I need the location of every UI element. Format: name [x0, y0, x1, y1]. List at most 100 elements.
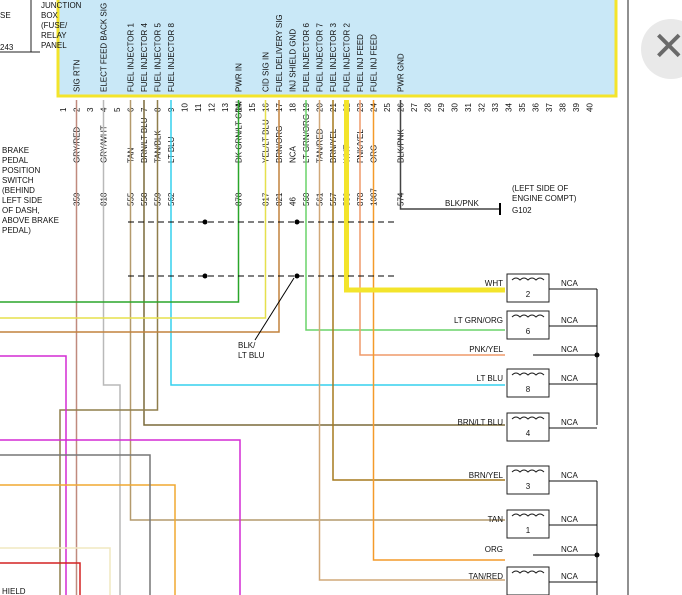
brake-switch-note: LEFT SIDE: [2, 196, 42, 205]
pin-name: FUEL INJECTOR 7: [316, 23, 325, 92]
pin-name: FUEL INJECTOR 8: [167, 23, 176, 92]
injector-nca-label: NCA: [561, 316, 579, 325]
coil-icon: [511, 372, 545, 376]
fuse-note-line: JUNCTION: [41, 1, 82, 10]
wire-lead: [0, 100, 280, 333]
wire-lead: [305, 100, 505, 331]
fuse-note-prefix: 243: [0, 43, 14, 52]
wire-lead: [170, 100, 505, 386]
pin-number: 11: [194, 103, 203, 112]
circuit-number: 46: [289, 197, 298, 206]
wire-lead: [0, 100, 240, 303]
pin-name: ELECT FEED BACK SIG: [100, 3, 109, 92]
fuse-note-line: BOX: [41, 11, 59, 20]
brake-switch-note: PEDAL: [2, 156, 29, 165]
pin-number: 39: [572, 103, 581, 112]
callout-label: BLK/: [238, 341, 256, 350]
pin-name: FUEL INJ FEED: [356, 34, 365, 92]
pin-number: 15: [248, 103, 257, 112]
brake-switch-note: OF DASH,: [2, 206, 40, 215]
pin-number: 29: [437, 103, 446, 112]
injector-wire-label: TAN/RED: [468, 572, 503, 581]
injector-nca-label: NCA: [561, 471, 579, 480]
pin-number: 40: [586, 103, 595, 112]
ground-wire-label: BLK/PNK: [445, 199, 479, 208]
injector-wire-label: BRN/YEL: [469, 471, 504, 480]
pin-number: 3: [86, 107, 95, 112]
splice-dot: [202, 273, 208, 279]
wire-lead: [318, 100, 505, 581]
pin-number: 5: [113, 107, 122, 112]
pin-name: FUEL DELIVERY SIG: [275, 14, 284, 92]
coil-icon: [511, 416, 545, 420]
wire-highlight: [344, 100, 505, 293]
injector-number: 3: [526, 482, 531, 491]
feed-nca-label: NCA: [561, 545, 579, 554]
brake-switch-note: ABOVE BRAKE: [2, 216, 59, 225]
pin-number: 10: [181, 103, 190, 112]
close-button[interactable]: ✕: [641, 19, 682, 79]
brake-switch-note: POSITION: [2, 166, 40, 175]
coil-icon: [511, 314, 545, 318]
module-box: [56, 0, 618, 98]
injector-number: 2: [526, 290, 531, 299]
feed-wire-label: ORG: [485, 545, 503, 554]
splice-dot: [294, 219, 300, 225]
wire-lead: [0, 100, 267, 319]
wire-lead: [143, 100, 505, 426]
injector-connector: 1 TAN NCA: [488, 509, 579, 539]
pin-name: INJ SHIELD GND: [289, 29, 298, 92]
pin-name: FUEL INJECTOR 3: [329, 23, 338, 92]
pin-name: SIG RTN: [73, 59, 82, 92]
injector-number: 8: [526, 385, 531, 394]
pin-number: 27: [410, 103, 419, 112]
wire-lead: [359, 100, 505, 356]
feed-nca-label: NCA: [561, 345, 579, 354]
fuse-note-line: PANEL: [41, 41, 67, 50]
injector-nca-label: NCA: [561, 515, 579, 524]
brake-switch-note: BRAKE: [2, 146, 29, 155]
coil-icon: [511, 469, 545, 473]
wire-harness: [0, 355, 67, 595]
pin-number: 33: [491, 103, 500, 112]
wire-harness: [0, 562, 81, 595]
pin-number: 28: [424, 103, 433, 112]
wire-color-label: NCA: [289, 145, 298, 163]
coil-icon: [511, 277, 545, 281]
wire-harness: [0, 439, 241, 595]
injector-nca-label: NCA: [561, 572, 579, 581]
brake-switch-note: (BEHIND: [2, 186, 35, 195]
fuse-note-line: RELAY: [41, 31, 67, 40]
brake-switch-note: PEDAL): [2, 226, 31, 235]
pin-name: CID SIG IN: [262, 52, 271, 92]
injector-wire-label: LT BLU: [477, 374, 504, 383]
injector-wire-label: LT GRN/ORG: [454, 316, 503, 325]
wire-lead: [332, 100, 505, 481]
wire-lead: [372, 100, 505, 561]
shield-label-fragment: HIELD: [2, 587, 26, 595]
coil-icon: [511, 570, 545, 574]
pin-name: FUEL INJECTOR 4: [140, 23, 149, 92]
injector-nca-label: NCA: [561, 279, 579, 288]
brake-switch-note: SWITCH: [2, 176, 34, 185]
close-icon: ✕: [652, 24, 682, 70]
callout-label: LT BLU: [238, 351, 265, 360]
wire-lead: [102, 100, 121, 595]
injector-nca-label: NCA: [561, 418, 579, 427]
injector-number: 1: [526, 526, 531, 535]
injector-wire-label: TAN: [488, 515, 504, 524]
wire-harness: [0, 484, 176, 595]
pin-name: FUEL INJECTOR 2: [343, 23, 352, 92]
pin-name: FUEL INJECTOR 5: [154, 23, 163, 92]
injector-connector: TAN/RED NCA: [468, 566, 579, 595]
fuse-note-prefix: SE: [0, 11, 11, 20]
fuse-note-line: (FUSE/: [41, 21, 68, 30]
pin-number: 30: [451, 103, 460, 112]
pin-number: 12: [208, 103, 217, 112]
pin-name: PWR GND: [397, 53, 406, 92]
ground-location: (LEFT SIDE OF: [512, 184, 568, 193]
pin-number: 18: [289, 103, 298, 112]
